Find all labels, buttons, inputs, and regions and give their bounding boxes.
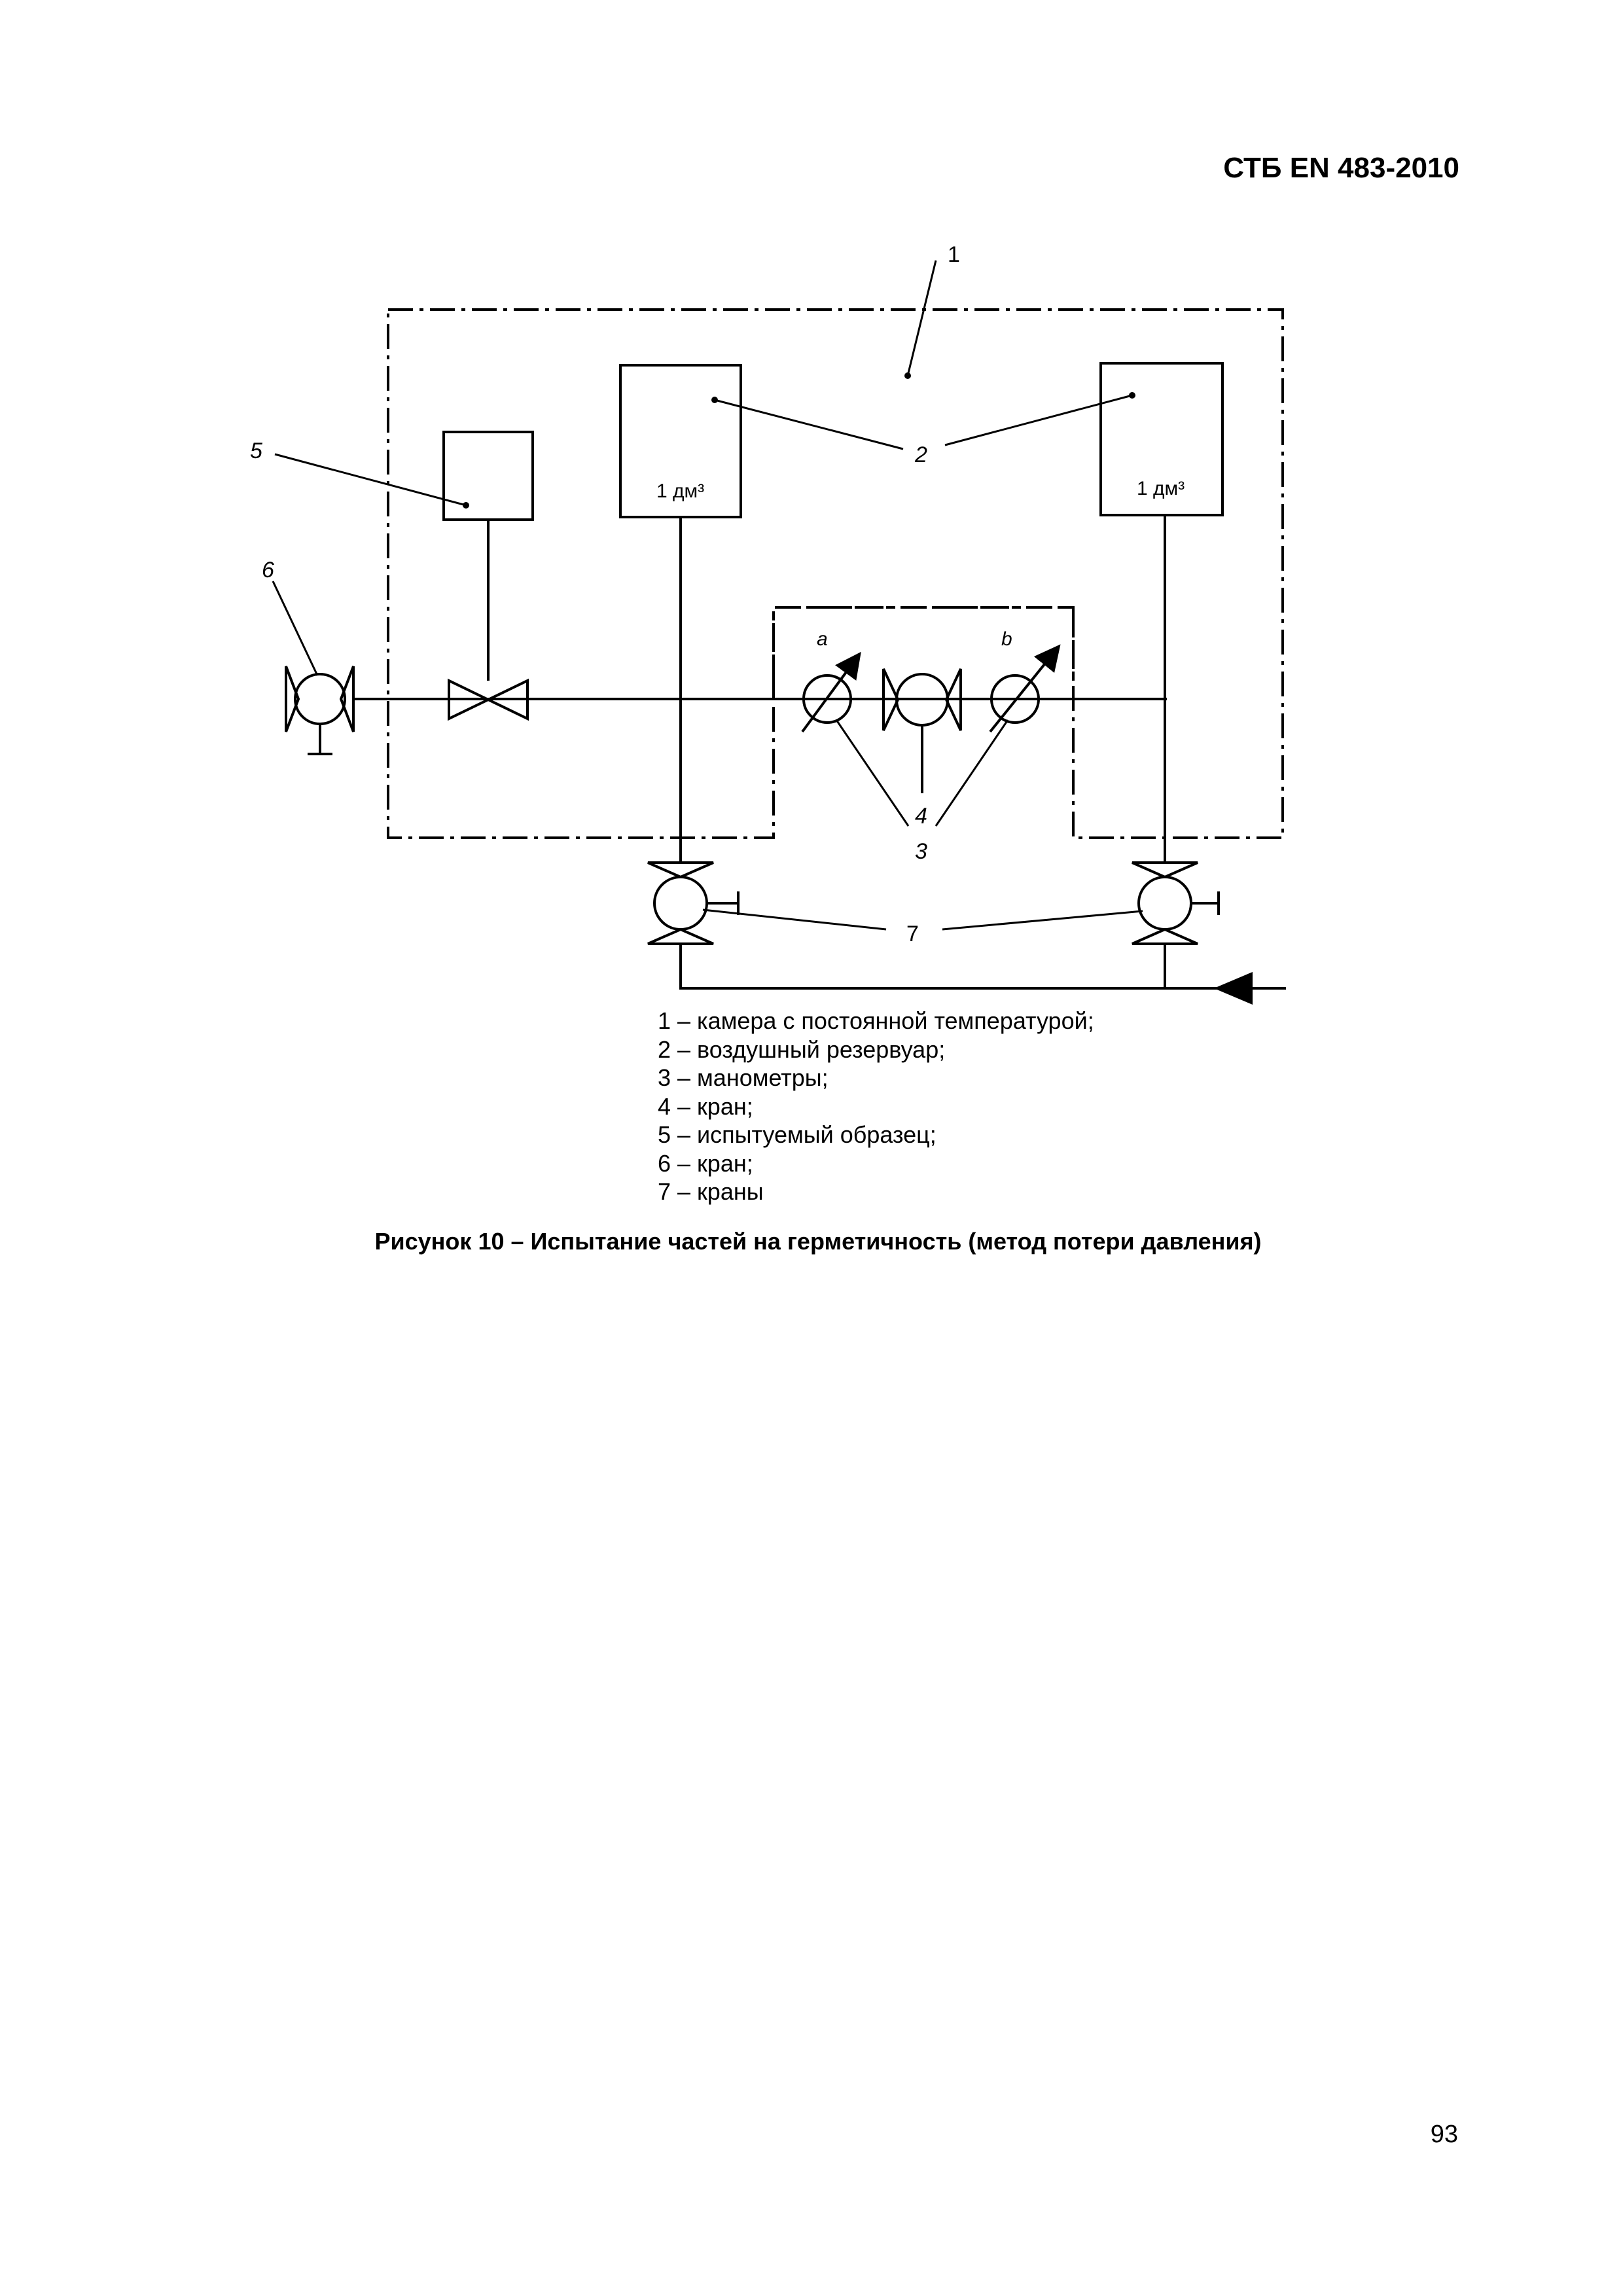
legend-item: 3 – манометры; — [658, 1064, 829, 1091]
callout-1: 1 — [948, 242, 960, 267]
callout-7: 7 — [906, 922, 919, 946]
callout-dots — [463, 372, 1135, 509]
specimen-valve-icon — [448, 678, 529, 721]
tank-volume-label-left: 1 дм³ — [656, 480, 704, 502]
manometer-section-boundary — [772, 606, 1075, 699]
callout-leaders — [272, 260, 1143, 931]
figure-caption: Рисунок 10 – Испытание частей на гермети… — [374, 1228, 1262, 1255]
callout-b: b — [1001, 628, 1012, 650]
test-specimen-box — [442, 431, 534, 521]
tank-volume-label-right: 1 дм³ — [1137, 478, 1185, 499]
callout-2: 2 — [914, 442, 927, 467]
legend-item: 4 – кран; — [658, 1092, 753, 1120]
tap-7-left-icon — [647, 861, 740, 945]
legend-item: 6 – кран; — [658, 1149, 753, 1177]
legend-item: 7 – краны — [658, 1178, 764, 1205]
callout-3: 3 — [915, 839, 927, 864]
page-number: 93 — [1430, 2121, 1458, 2148]
figure-legend: 1 – камера с постоянной температурой; 2 … — [658, 1007, 1247, 1206]
constant-temperature-chamber-boundary — [387, 308, 1284, 839]
manometer-b-icon — [989, 644, 1061, 733]
tap-6-icon — [285, 666, 355, 755]
supply-arrow-icon — [1213, 971, 1253, 1005]
document-code-header: СТБ EN 483-2010 — [1223, 152, 1459, 184]
legend-item: 5 – испытуемый образец; — [658, 1121, 936, 1148]
air-tank-right — [1099, 362, 1224, 516]
callout-4: 4 — [915, 804, 927, 829]
callout-6: 6 — [262, 558, 274, 583]
supply-line — [679, 944, 1286, 990]
legend-item: 1 – камера с постоянной температурой; — [658, 1007, 1094, 1034]
callout-a: a — [817, 628, 828, 650]
manometer-a-icon — [801, 651, 861, 733]
callout-5: 5 — [250, 439, 262, 463]
tap-4-icon — [882, 668, 962, 793]
pressure-loss-test-diagram: 1 дм³ 1 дм³ — [250, 242, 1286, 1005]
legend-item: 2 – воздушный резервуар; — [658, 1035, 946, 1063]
tap-7-right-icon — [1132, 861, 1220, 945]
